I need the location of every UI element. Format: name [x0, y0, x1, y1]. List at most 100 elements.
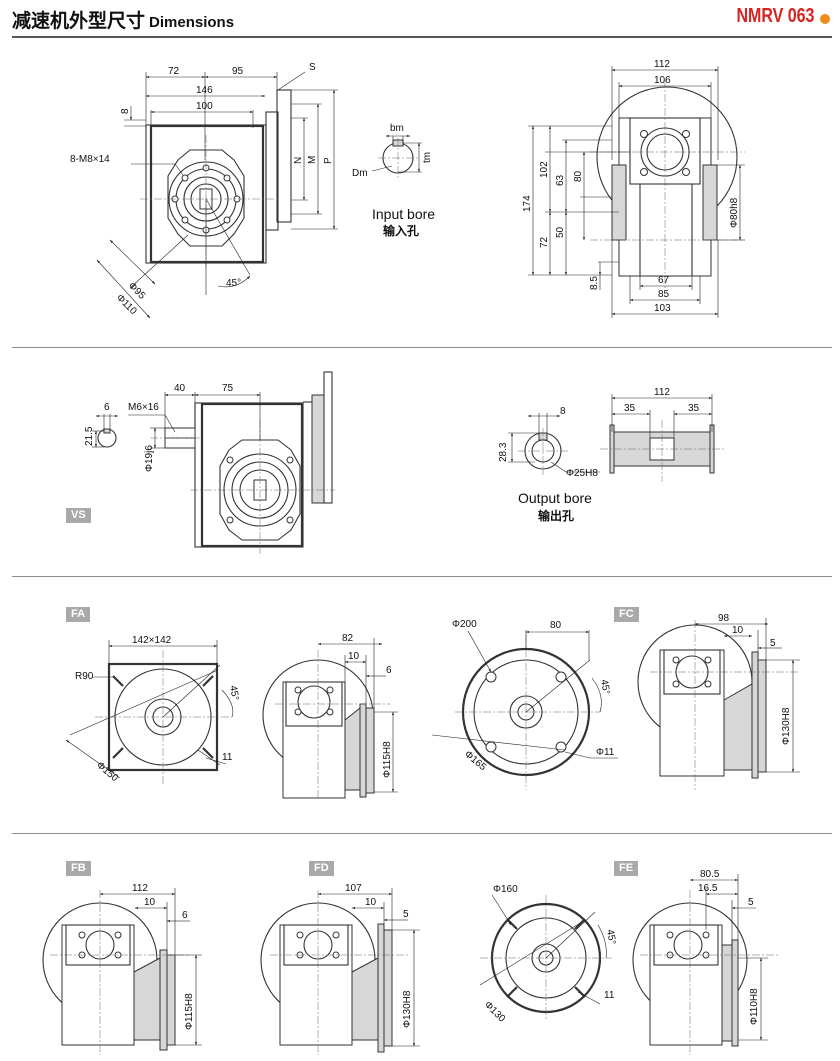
- dim-label: 45°: [227, 685, 240, 702]
- dim-label: 6: [104, 402, 110, 413]
- dim-label: 8: [560, 406, 566, 417]
- dim-label: S: [309, 62, 316, 73]
- dim-label: 72: [539, 236, 550, 248]
- dim-label: Φ110H8: [749, 988, 760, 1025]
- dim-label: Φ25H8: [566, 468, 598, 479]
- dim-label: 10: [144, 897, 156, 908]
- dim-label: Φ80h8: [729, 197, 740, 228]
- header-rule: [12, 36, 832, 38]
- dim-label: 63: [555, 174, 566, 186]
- side-view: [528, 66, 745, 318]
- dim-label: 40: [174, 383, 186, 394]
- fc-side-view: [637, 618, 800, 790]
- section-divider-3: [12, 833, 832, 834]
- dim-label: 5: [403, 909, 409, 920]
- dim-label: 106: [654, 75, 671, 86]
- dim-label: Φ11: [596, 747, 615, 758]
- dim-label: 8-M8×14: [70, 154, 110, 165]
- output-bore-label: Output bore: [518, 490, 592, 506]
- dim-label: 107: [345, 883, 362, 894]
- dim-label: 45°: [226, 278, 241, 289]
- dim-label: 8: [120, 108, 131, 114]
- dim-label: M6×16: [128, 402, 159, 413]
- input-bore-label-cn: 输入孔: [383, 223, 419, 238]
- dim-label: 35: [688, 403, 700, 414]
- dim-label: 72: [168, 66, 180, 77]
- dim-label: 10: [365, 897, 377, 908]
- dim-label: 95: [232, 66, 244, 77]
- dim-label: 45°: [604, 929, 617, 946]
- dim-label: 50: [555, 226, 566, 238]
- dim-label: M: [307, 156, 318, 164]
- dim-label: 80: [573, 170, 584, 182]
- dim-label: 174: [522, 195, 533, 212]
- dim-label: 28.3: [498, 442, 509, 462]
- dim-label: 98: [718, 613, 730, 624]
- dim-label: 85: [658, 289, 670, 300]
- badge-vs: VS: [66, 508, 91, 523]
- output-bore-sketch: [508, 413, 600, 475]
- dim-label: 146: [196, 85, 213, 96]
- dim-label: R90: [75, 671, 94, 682]
- dim-label: Dm: [352, 168, 368, 179]
- dim-label: 80: [550, 620, 562, 631]
- dim-label: Φ115H8: [382, 741, 393, 778]
- dim-label: 112: [654, 387, 670, 398]
- fe-side-view: [632, 874, 780, 1055]
- title-en: Dimensions: [149, 14, 235, 31]
- output-shaft: [600, 394, 725, 482]
- fa-flange: [65, 640, 234, 785]
- dim-label: 5: [748, 897, 754, 908]
- dim-label: 100: [196, 101, 213, 112]
- dim-label: Φ150: [94, 760, 120, 785]
- dim-label: bm: [390, 123, 404, 134]
- dim-label: 103: [654, 303, 671, 314]
- dim-label: Φ160: [493, 884, 518, 895]
- dim-label: 102: [539, 161, 550, 178]
- dim-label: 67: [658, 275, 670, 286]
- dim-label: Φ130H8: [402, 990, 413, 1028]
- front-view: [96, 71, 338, 319]
- dim-label: 35: [624, 403, 636, 414]
- dim-label: Φ130H8: [781, 707, 792, 745]
- dim-label: Φ19j6: [144, 445, 155, 472]
- dim-label: 21.5: [84, 426, 95, 446]
- dim-label: 11: [604, 990, 615, 1001]
- dim-label: tm: [422, 152, 433, 163]
- dim-label: 5: [770, 638, 776, 649]
- dim-label: 10: [348, 651, 360, 662]
- dim-label: Φ115H8: [184, 993, 195, 1030]
- input-bore-sketch: [371, 134, 422, 178]
- badge-fb: FB: [66, 861, 91, 876]
- model-label: NMRV 063: [736, 5, 814, 27]
- output-bore-label-cn: 输出孔: [538, 508, 574, 523]
- dim-label: Φ200: [452, 619, 477, 630]
- dim-label: 112: [132, 883, 148, 894]
- dim-label: 8.5: [589, 276, 600, 290]
- fb-side-view: [42, 888, 202, 1055]
- dim-label: 112: [654, 59, 670, 70]
- dim-label: 45°: [598, 679, 611, 696]
- dim-label: 82: [342, 633, 354, 644]
- badge-fd: FD: [309, 861, 334, 876]
- dim-label: N: [293, 157, 304, 164]
- vs-view: [92, 371, 335, 555]
- badge-fc: FC: [614, 607, 639, 622]
- disk-flange-200: [431, 630, 618, 790]
- dim-label: 11: [222, 752, 233, 763]
- fa-side-view: [262, 638, 398, 800]
- disk-flange-160: [479, 894, 612, 1020]
- section-divider-1: [12, 347, 832, 348]
- fd-side-view: [260, 888, 420, 1055]
- dim-label: 6: [386, 665, 392, 676]
- dim-label: Φ130: [482, 999, 508, 1025]
- dim-label: 6: [182, 910, 188, 921]
- bullet-dot-icon: [820, 14, 830, 24]
- dim-label: 16.5: [698, 883, 718, 894]
- dim-label: P: [323, 157, 334, 164]
- dim-label: 10: [732, 625, 744, 636]
- input-bore-label: Input bore: [372, 206, 435, 222]
- dim-label: 142×142: [132, 635, 172, 646]
